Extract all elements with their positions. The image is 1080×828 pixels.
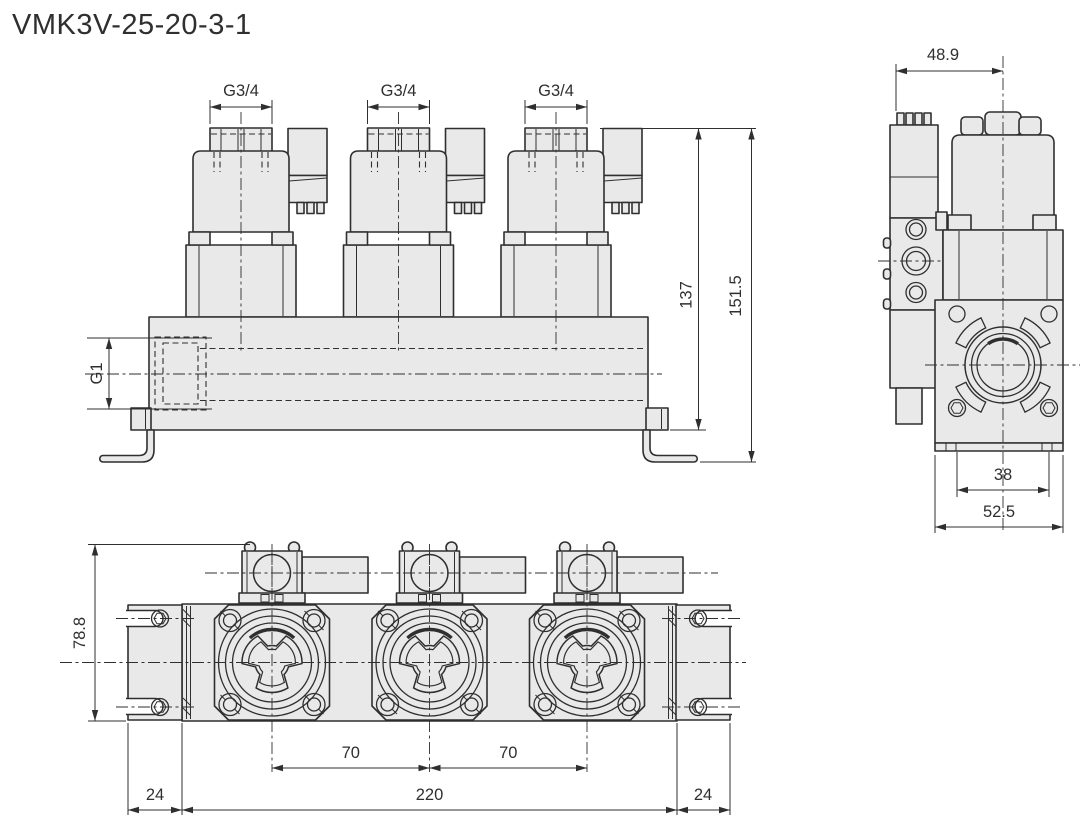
right-end-boss (645, 407, 669, 431)
dim-station-pitch-2: 70 (499, 744, 517, 762)
dim-station-pitch-1: 70 (342, 744, 360, 762)
dim-port-2: G3/4 (367, 82, 430, 124)
svg-text:38: 38 (994, 466, 1012, 484)
dim-width-to-center: 48.9 (895, 46, 1003, 111)
dim-height-to-base: 137 (678, 281, 696, 309)
pilot-block-side (889, 217, 944, 311)
mounting-bracket-left-front (99, 429, 155, 463)
side-view: 48.9 38 52.5 (878, 46, 1080, 533)
svg-text:G3/4: G3/4 (223, 82, 259, 100)
svg-text:78.8: 78.8 (71, 617, 89, 649)
dim-station-pitches: 70 70 (272, 744, 587, 772)
page-title: VMK3V-25-20-3-1 (12, 9, 252, 41)
manifold-end-face (934, 299, 1064, 444)
front-view: G3/4 G3/4 G3/4 G1 137 (85, 82, 756, 463)
svg-text:G1: G1 (88, 362, 106, 384)
dim-port-1: G3/4 (209, 82, 273, 124)
dim-height-overall: 151.5 (727, 275, 745, 316)
bottom-view: 78.8 70 70 24 220 24 (60, 541, 746, 815)
dim-inlet: G1 (87, 337, 212, 410)
svg-text:48.9: 48.9 (927, 46, 959, 64)
svg-text:52.5: 52.5 (983, 503, 1015, 521)
dim-heights: 137 151.5 (600, 128, 756, 463)
inlet-port-hidden (154, 336, 207, 411)
dim-depth-overall: 78.8 (71, 544, 250, 722)
dim-end-right: 24 (694, 786, 712, 804)
dim-lengths: 24 220 24 (127, 723, 731, 815)
mounting-bracket-right-front (642, 429, 698, 463)
dim-bolt-spacing: 38 (956, 452, 1050, 497)
dim-end-left: 24 (146, 786, 164, 804)
dim-width-overall: 52.5 (934, 455, 1064, 533)
left-end-boss (130, 407, 152, 431)
dim-body-length: 220 (416, 786, 444, 804)
valve-station-1-front (185, 127, 328, 318)
valve-station-2-front (342, 127, 486, 318)
dim-port-3: G3/4 (524, 82, 588, 124)
din-connector-side (889, 124, 939, 219)
svg-text:G3/4: G3/4 (538, 82, 574, 100)
svg-text:G3/4: G3/4 (381, 82, 417, 100)
valve-station-3-front (500, 127, 643, 318)
